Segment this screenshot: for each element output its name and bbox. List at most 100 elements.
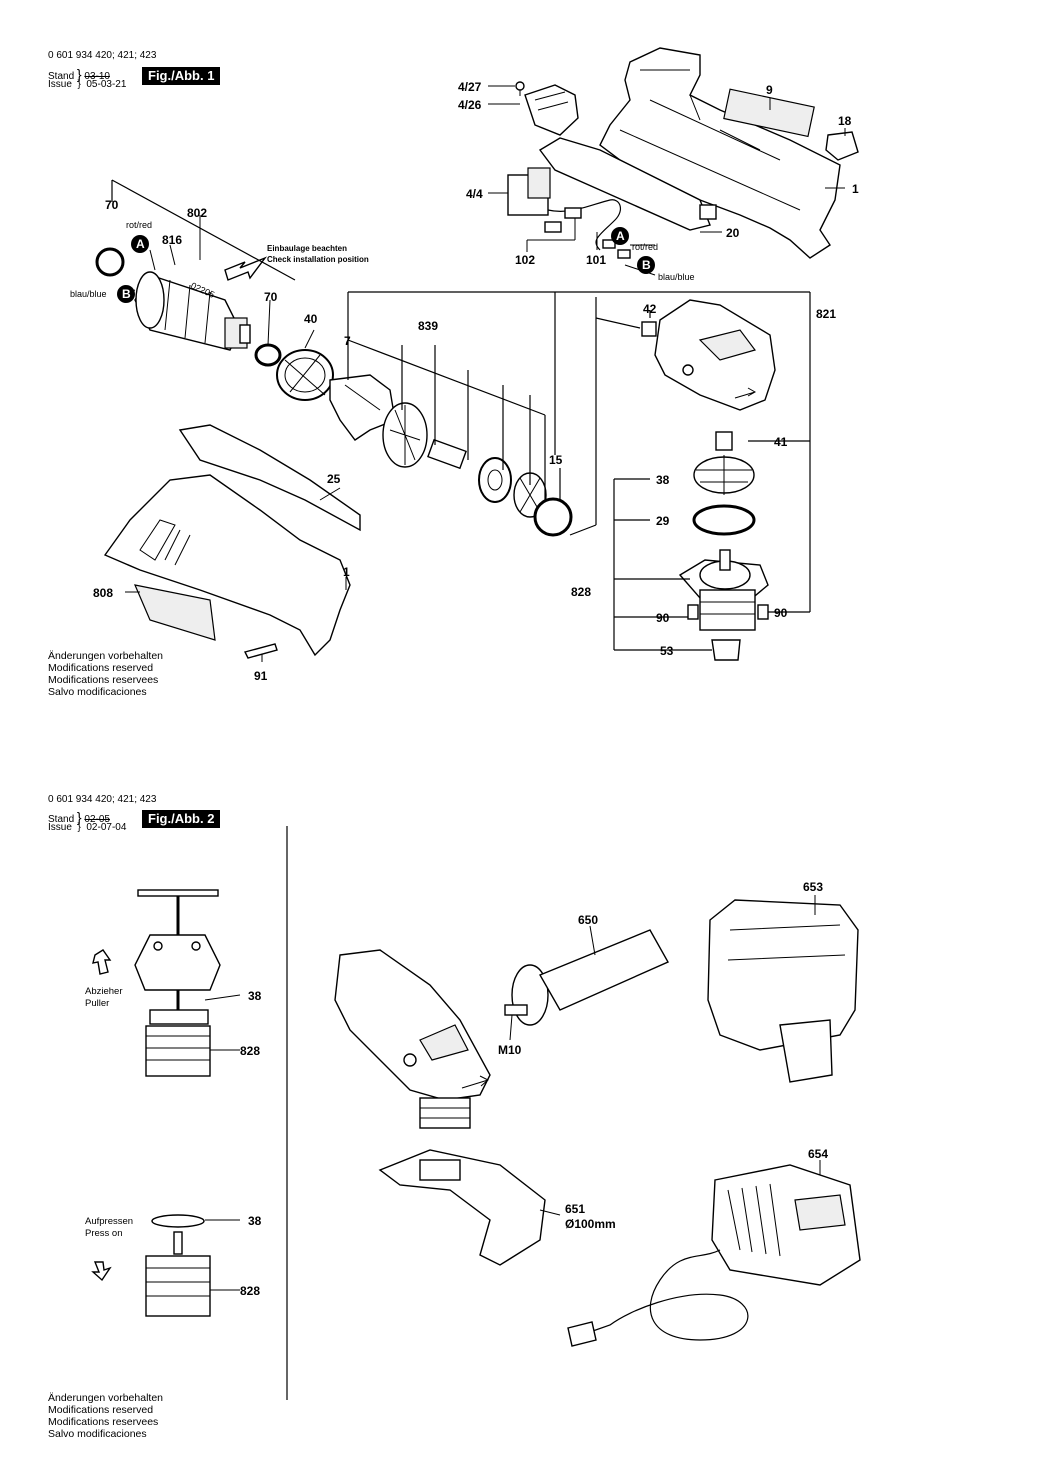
leaders-fig2-right <box>509 895 821 1216</box>
fan-839 <box>382 402 428 468</box>
svg-text:A: A <box>136 237 145 251</box>
label-plate-9 <box>723 88 815 138</box>
charger-654 <box>711 1164 861 1286</box>
label-651: 651 <box>565 1202 585 1216</box>
label-41: 41 <box>774 435 788 449</box>
label-38-press: 38 <box>248 1214 262 1228</box>
grinder-body <box>334 949 491 1129</box>
marker-a-left: A <box>131 235 149 253</box>
label-9: 9 <box>766 83 773 97</box>
label-91: 91 <box>254 669 268 683</box>
label-653: 653 <box>803 880 823 894</box>
leaders-fig2-left <box>204 994 241 1291</box>
label-38-puller: 38 <box>248 989 262 1003</box>
footer2-line-es: Salvo modificaciones <box>48 1428 147 1440</box>
issue-row: Issue } 05-03-21 <box>48 79 127 90</box>
svg-text:B: B <box>122 287 131 301</box>
footer2-line-de: Änderungen vorbehalten <box>48 1392 164 1404</box>
guard-651 <box>378 1149 546 1266</box>
label-70-mid: 70 <box>264 290 278 304</box>
housing-bottom-half <box>103 424 361 657</box>
puller-tool <box>92 889 221 1077</box>
install-note-en: Check installation position <box>267 255 369 264</box>
label-70-top: 70 <box>105 198 119 212</box>
label-diameter-100mm: Ø100mm <box>565 1217 616 1231</box>
screw-4-27 <box>515 81 525 96</box>
puller-label-de: Abzieher <box>85 986 123 997</box>
label-650: 650 <box>578 913 598 927</box>
label-25: 25 <box>327 472 341 486</box>
label-42: 42 <box>643 302 657 316</box>
puller-label-en: Puller <box>85 998 109 1009</box>
label-821: 821 <box>816 307 836 321</box>
clip-53 <box>711 639 741 661</box>
label-808: 808 <box>93 586 113 600</box>
install-arrow <box>224 256 268 281</box>
footer2-line-fr: Modifications reservees <box>48 1416 159 1428</box>
figure-1-title: Fig./Abb. 1 <box>142 67 221 85</box>
press-label-de: Aufpressen <box>85 1216 133 1227</box>
footer-1: Änderungen vorbehalten Modifications res… <box>48 650 163 698</box>
label-m10: M10 <box>498 1043 522 1057</box>
labels-fig1: 4/27 4/26 9 18 1 4/4 20 102 101 rot/red … <box>70 80 859 683</box>
label-101: 101 <box>586 253 606 267</box>
label-15: 15 <box>549 453 563 467</box>
label-40: 40 <box>304 312 318 326</box>
side-handle-650 <box>504 929 669 1026</box>
label-29: 29 <box>656 514 670 528</box>
wire-harness <box>544 199 717 259</box>
fan-guide-7 <box>329 374 396 441</box>
model-number-2: 0 601 934 420; 421; 423 <box>48 794 157 805</box>
marker-b-left: B <box>117 285 135 303</box>
issue-row-2: Issue } 02-07-04 <box>48 822 127 833</box>
spindle-assembly-828 <box>678 549 769 631</box>
housing-top-half <box>538 47 841 259</box>
label-blau-blue-left: blau/blue <box>70 289 107 299</box>
marker-b-right: B <box>637 256 655 274</box>
bearing-41 <box>715 431 733 451</box>
stand-row-2: Stand } 02-05 <box>48 809 110 825</box>
power-cord <box>567 1249 749 1347</box>
label-90-left: 90 <box>656 611 670 625</box>
label-828-puller: 828 <box>240 1044 260 1058</box>
gear-head-cover-821 <box>654 299 776 411</box>
label-53: 53 <box>660 644 674 658</box>
footer-line-fr: Modifications reservees <box>48 674 159 686</box>
bushing-42 <box>641 321 657 337</box>
install-note-de: Einbaulage beachten <box>267 244 347 253</box>
label-1-bottom: 1 <box>343 565 350 579</box>
label-802: 802 <box>187 206 207 220</box>
label-90-right: 90 <box>774 606 788 620</box>
svg-text:B: B <box>642 258 651 272</box>
label-1-top: 1 <box>852 182 859 196</box>
stand-row: Stand } 03-10 <box>48 66 110 82</box>
label-4-27: 4/27 <box>458 80 482 94</box>
label-7: 7 <box>344 334 351 348</box>
o-ring-70-mid <box>254 343 282 367</box>
label-816: 816 <box>162 233 182 247</box>
stand-old-date-2: 02-05 <box>84 814 110 825</box>
label-4-4: 4/4 <box>466 187 483 201</box>
stand-label-2: Stand <box>48 814 75 825</box>
footer-2: Änderungen vorbehalten Modifications res… <box>48 1392 163 1440</box>
o-ring-70-left <box>95 247 125 277</box>
model-number: 0 601 934 420; 421; 423 <box>48 50 157 61</box>
stand-old-date: 03-10 <box>84 71 110 82</box>
motor-816 <box>134 271 251 351</box>
issue-label: Issue <box>48 79 72 90</box>
label-rot-red-left: rot/red <box>126 220 152 230</box>
label-654: 654 <box>808 1147 828 1161</box>
battery-653 <box>707 899 859 1083</box>
footer-line-de: Änderungen vorbehalten <box>48 650 164 662</box>
o-ring-15 <box>533 497 573 537</box>
label-828: 828 <box>571 585 591 599</box>
shaft-bearing <box>427 438 512 503</box>
svg-text:A: A <box>616 229 625 243</box>
press-label-en: Press on <box>85 1228 123 1239</box>
figure-2-title: Fig./Abb. 2 <box>142 810 221 828</box>
bracket-lines-fig1 <box>111 179 811 662</box>
footer2-line-en: Modifications reserved <box>48 1404 154 1416</box>
switch-part-4-26 <box>524 84 579 136</box>
footer-line-en: Modifications reserved <box>48 662 154 674</box>
